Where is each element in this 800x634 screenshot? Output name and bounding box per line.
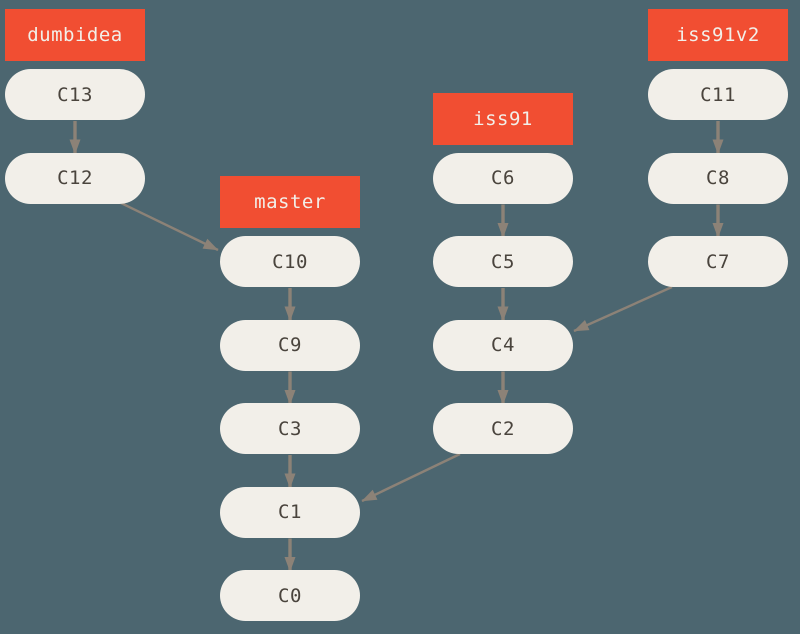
commit-id: C3 [278,417,302,440]
commit-id: C0 [278,584,302,607]
commit-id: C5 [491,250,515,273]
branch-label-iss91v2: iss91v2 [648,9,788,61]
commit-node-c3: C3 [220,403,360,454]
branch-name: dumbidea [27,24,123,46]
branch-label-master: master [220,176,360,228]
commit-node-c7: C7 [648,236,788,287]
commit-id: C4 [491,334,515,356]
commit-node-c11: C11 [648,69,788,120]
commit-node-c4: C4 [433,319,573,371]
commit-node-c13: C13 [5,69,145,120]
commit-id: C7 [706,250,730,273]
commit-id: C13 [57,83,93,106]
commit-node-c0: C0 [220,570,360,621]
commit-id: C10 [272,250,308,273]
commit-id: C8 [706,167,730,189]
edge-arrow-c7-c4 [573,285,673,333]
commit-node-c10: C10 [220,236,360,287]
commit-id: C11 [700,83,736,106]
commit-node-c5: C5 [433,236,573,287]
commit-node-c2: C2 [433,403,573,454]
commit-id: C9 [278,334,302,356]
commit-id: C12 [57,167,93,189]
edge-arrow-c2-c1 [361,452,461,503]
branch-name: master [254,191,326,213]
branch-label-iss91: iss91 [433,92,573,145]
commit-id: C2 [491,417,515,440]
commit-node-c12: C12 [5,152,145,204]
branch-label-dumbidea: dumbidea [5,9,145,61]
commit-node-c1: C1 [220,486,360,538]
branch-name: iss91v2 [676,24,760,46]
commit-node-c6: C6 [433,152,573,204]
commit-id: C6 [491,167,515,189]
commit-id: C1 [278,501,302,523]
edge-arrow-c12-c10 [120,201,219,252]
branch-name: iss91 [473,107,533,130]
commit-node-c9: C9 [220,319,360,371]
commit-node-c8: C8 [648,152,788,204]
